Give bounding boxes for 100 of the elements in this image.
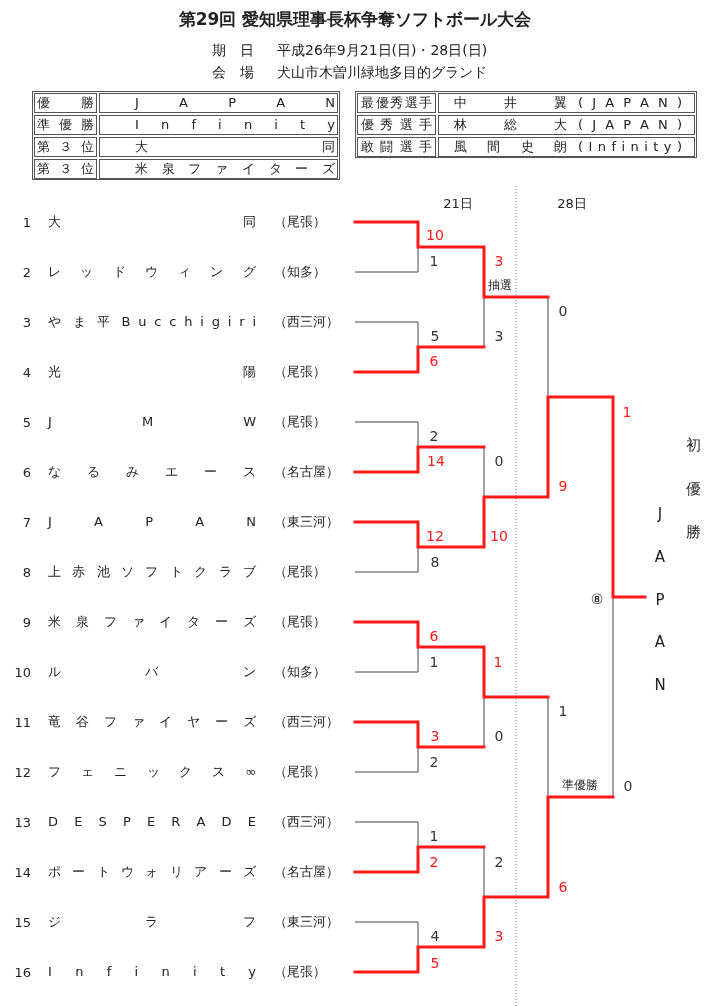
score: 5 (430, 329, 440, 343)
award-team-cell: I n f i n i t y (99, 115, 338, 135)
team-name: J A P A N (48, 515, 256, 528)
award-title-cell: 優 秀 選 手 (357, 115, 436, 135)
score: 14 (427, 454, 445, 468)
team-name: I n f i n i t y (48, 965, 256, 978)
award-title-cell: 敢 闘 選 手 (357, 137, 436, 157)
score: 1 (493, 655, 503, 669)
player-name: 中 井 翼 (454, 96, 567, 109)
award-title-cell: 最優秀選手 (357, 93, 436, 113)
player-name: 風 間 史 朗 (454, 140, 567, 153)
score: 6 (429, 629, 439, 643)
seed-number: 4 (22, 365, 31, 379)
score: 0 (558, 304, 568, 318)
seed-number: 5 (22, 415, 31, 429)
region-label: （西三河） (274, 715, 339, 728)
award-team-cell: J A P A N (99, 93, 338, 113)
team-name: 大 同 (48, 215, 256, 228)
score: 9 (558, 479, 568, 493)
award-team-cell: 大 同 (99, 137, 338, 157)
score: 3 (494, 254, 504, 268)
seed-number: 6 (22, 465, 31, 479)
region-label: （知多） (274, 265, 326, 278)
team-name: D E S P E R A D E (48, 815, 256, 828)
player-team: ( I n f i n i t y ) (578, 140, 682, 153)
score: 3 (494, 929, 504, 943)
match-note: 準優勝 (562, 779, 598, 791)
date-label: 期 日 (212, 43, 254, 57)
team-name: ジ ラ フ (48, 915, 256, 928)
award-title-cell: 優 勝 (34, 93, 97, 113)
score: 1 (429, 655, 439, 669)
score: 2 (429, 755, 439, 769)
region-label: （名古屋） (274, 465, 339, 478)
player-name: 林 総 大 (454, 118, 567, 131)
team-name: フ ェ ニ ッ ク ス ∞ (48, 765, 256, 778)
score: 8 (430, 555, 440, 569)
score: 12 (426, 529, 444, 543)
score: 0 (494, 454, 504, 468)
seed-number: 12 (14, 765, 31, 779)
score: 1 (558, 704, 568, 718)
score: 0 (494, 729, 504, 743)
seed-number: 2 (22, 265, 31, 279)
score: 5 (430, 956, 440, 970)
region-label: （尾張） (274, 615, 326, 628)
seed-number: 15 (14, 915, 31, 929)
seed-number: 7 (22, 515, 31, 529)
seed-number: 1 (22, 215, 31, 229)
team-name: 上 赤 池 ソ フ ト ク ラ ブ (48, 565, 256, 578)
score: 6 (558, 880, 568, 894)
score: 2 (494, 855, 504, 869)
score: 2 (429, 429, 439, 443)
score: 6 (429, 354, 439, 368)
day-heading: 28日 (557, 196, 587, 210)
circled-number: ⑧ (590, 592, 604, 606)
score: 1 (429, 254, 439, 268)
score: 1 (429, 829, 439, 843)
region-label: （西三河） (274, 315, 339, 328)
team-name: レ ッ ド ウ ィ ン グ (48, 265, 256, 278)
seed-number: 3 (22, 315, 31, 329)
team-name: 竜 谷 フ ァ イ ヤ ー ズ (48, 715, 256, 728)
score: 4 (430, 929, 440, 943)
seed-number: 9 (22, 615, 31, 629)
region-label: （知多） (274, 665, 326, 678)
seed-number: 10 (14, 665, 31, 679)
region-label: （西三河） (274, 815, 339, 828)
team-name: J M W (48, 415, 256, 428)
score: 0 (623, 779, 633, 793)
seed-number: 8 (22, 565, 31, 579)
score: 3 (494, 329, 504, 343)
team-name: ポ ー ト ウ ォ リ ア ー ズ (48, 865, 256, 878)
region-label: （尾張） (274, 965, 326, 978)
player-team: ( J A P A N ) (578, 96, 682, 109)
champion-caption: 初優勝 (684, 438, 702, 540)
player-team: ( J A P A N ) (578, 118, 682, 131)
date-text: 平成26年9月21日(日)・28日(日) (277, 43, 488, 57)
region-label: （尾張） (274, 765, 326, 778)
score: 2 (429, 855, 439, 869)
score: 10 (426, 228, 444, 242)
diagram-title: 第29回 愛知県理事長杯争奪ソフトボール大会 (178, 10, 532, 28)
seed-number: 14 (14, 865, 31, 879)
award-title-cell: 第 ３ 位 (34, 137, 97, 157)
score: 1 (622, 405, 632, 419)
region-label: （尾張） (274, 415, 326, 428)
champion-team-name: JAPAN (653, 507, 667, 693)
team-name: や ま 平 B u c c h i g i r i (48, 315, 256, 328)
team-name: 光 陽 (48, 365, 256, 378)
score: 3 (430, 729, 440, 743)
seed-number: 16 (14, 965, 31, 979)
team-name: ル バ ン (48, 665, 256, 678)
venue-label: 会 場 (212, 65, 254, 79)
region-label: （東三河） (274, 515, 339, 528)
team-name: 米 泉 フ ァ イ タ ー ズ (48, 615, 256, 628)
award-title-cell: 準 優 勝 (34, 115, 97, 135)
venue-text: 犬山市木曽川緑地多目的グランド (277, 65, 487, 79)
team-name: な る み エ ー ス (48, 465, 256, 478)
region-label: （尾張） (274, 365, 326, 378)
region-label: （名古屋） (274, 865, 339, 878)
region-label: （尾張） (274, 565, 326, 578)
day-heading: 21日 (443, 196, 473, 210)
award-title-cell: 第 ３ 位 (34, 159, 97, 179)
